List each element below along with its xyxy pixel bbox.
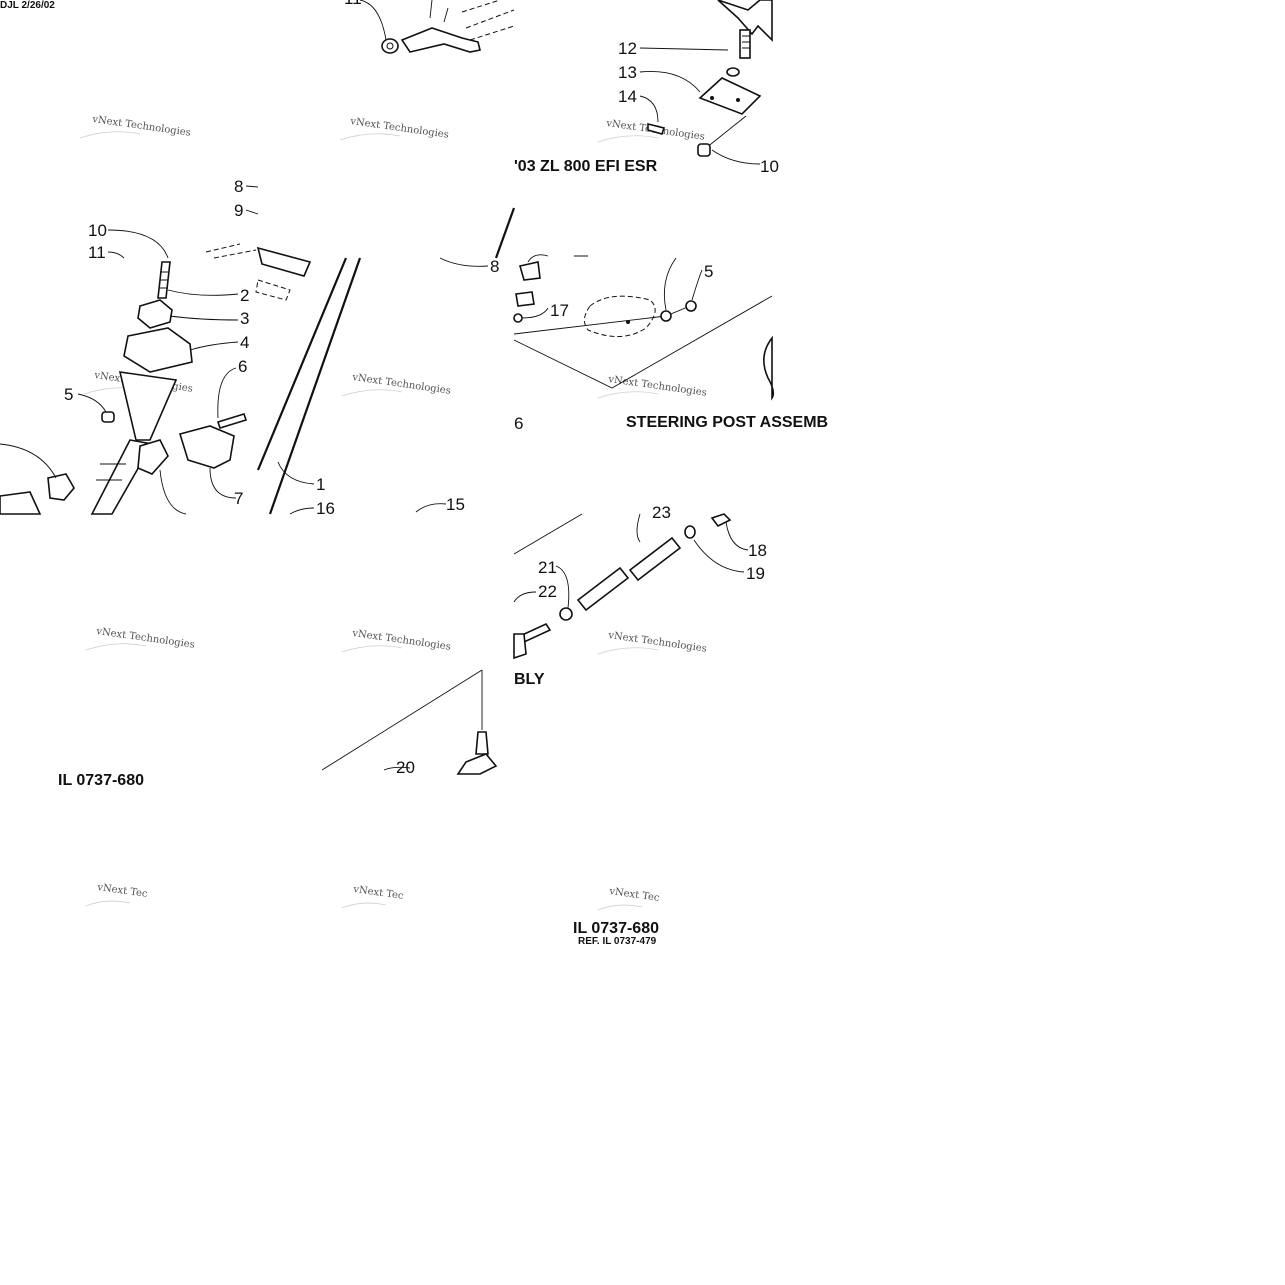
frame-fragment-part <box>0 491 42 515</box>
illustration-id-center: IL 0737-680 <box>573 920 659 937</box>
bushing-part <box>763 335 775 401</box>
spacer-part <box>515 291 535 307</box>
stud-part <box>739 29 751 59</box>
handlebar-block-part <box>123 327 193 373</box>
lower-clamp-part <box>178 425 235 469</box>
callout-8-left: 8 <box>234 177 243 196</box>
tile-middle-left: 8 9 10 11 2 3 4 5 6 <box>0 177 516 518</box>
callout-2: 2 <box>240 286 249 305</box>
date-stamp: DJL 2/26/02 <box>0 0 55 11</box>
washer-part <box>660 310 672 322</box>
watermark-ghost <box>79 131 659 911</box>
callout-5-left: 5 <box>64 385 73 404</box>
callout-14: 14 <box>618 87 637 106</box>
callout-8-right: 8 <box>490 257 499 276</box>
tile-lower-left: 20 <box>321 669 498 777</box>
tile-top-middle: 11 <box>344 0 515 54</box>
reference-id: REF. IL 0737-479 <box>578 936 657 947</box>
callout-10-right: 10 <box>760 157 779 176</box>
clamp-part <box>256 246 312 277</box>
nut-part <box>697 143 711 157</box>
callout-20: 20 <box>396 758 415 777</box>
bolt-part <box>216 413 248 429</box>
callout-12: 12 <box>618 39 637 58</box>
callout-11-left: 11 <box>88 243 106 262</box>
illustration-id-left: IL 0737-680 <box>58 772 144 789</box>
watermark: vNext Technologies <box>91 114 192 139</box>
callout-11-top: 11 <box>344 0 362 8</box>
watermark-group: vNext Technologies vNext Technologies vN… <box>79 114 708 911</box>
watermark: vNext Technologies <box>607 630 708 655</box>
tile-top-right: 12 13 14 10 <box>618 0 779 176</box>
callout-21: 21 <box>538 558 557 577</box>
watermark: vNext Technologies <box>351 628 452 653</box>
plate-part <box>698 77 762 115</box>
assembly-title: STEERING POST ASSEMB <box>626 414 828 431</box>
plate-outline <box>584 295 656 337</box>
callout-17: 17 <box>550 301 569 320</box>
watermark: vNext Technologies <box>349 116 450 141</box>
callout-22: 22 <box>538 582 557 601</box>
stud-part <box>710 513 732 528</box>
callout-5-right: 5 <box>704 262 713 281</box>
callout-4: 4 <box>240 333 249 352</box>
callout-3: 3 <box>240 309 249 328</box>
callout-9: 9 <box>234 201 243 220</box>
washer-part <box>559 607 573 621</box>
watermark: vNext Tec <box>96 882 149 900</box>
bracket-part <box>400 27 481 53</box>
tube-part <box>576 566 630 612</box>
watermark: vNext Tec <box>352 884 405 902</box>
bolt-part <box>647 122 666 135</box>
tile-lower-right: 23 18 19 21 22 <box>513 503 767 660</box>
leader-11-top <box>359 0 387 41</box>
ball-joint-part <box>513 633 527 660</box>
callout-7: 7 <box>234 489 243 508</box>
bushing-part <box>137 439 169 475</box>
callout-23: 23 <box>652 503 671 522</box>
post-tube-part <box>90 439 154 515</box>
clamp-block-part <box>137 299 173 329</box>
nut-part <box>101 411 115 423</box>
nut-part <box>518 261 541 281</box>
ball-joint-part <box>456 753 498 775</box>
callout-6-right: 6 <box>514 414 523 433</box>
watermark: vNext Technologies <box>607 374 708 399</box>
callout-6-left: 6 <box>238 357 247 376</box>
assembly-title-continued: BLY <box>514 671 545 688</box>
callout-19: 19 <box>746 564 765 583</box>
bearing-part <box>47 473 75 501</box>
washer-part <box>684 525 696 539</box>
watermark: vNext Tec <box>608 886 661 904</box>
callout-15: 15 <box>446 495 465 514</box>
callout-10-left: 10 <box>88 221 107 240</box>
nut-part <box>685 300 697 312</box>
callout-13: 13 <box>618 63 637 82</box>
stud-part <box>475 731 489 755</box>
callout-1: 1 <box>316 475 325 494</box>
washer-part <box>726 67 740 77</box>
post-cone-part <box>118 371 178 441</box>
model-title: '03 ZL 800 EFI ESR <box>514 158 658 175</box>
tube-part <box>628 536 682 582</box>
watermark: vNext Technologies <box>95 626 196 651</box>
watermark: vNext Technologies <box>351 372 452 397</box>
tile-middle-right: 17 5 6 <box>513 254 775 433</box>
steering-arm-part <box>717 0 773 42</box>
callout-18: 18 <box>748 541 767 560</box>
callout-16: 16 <box>316 499 335 518</box>
